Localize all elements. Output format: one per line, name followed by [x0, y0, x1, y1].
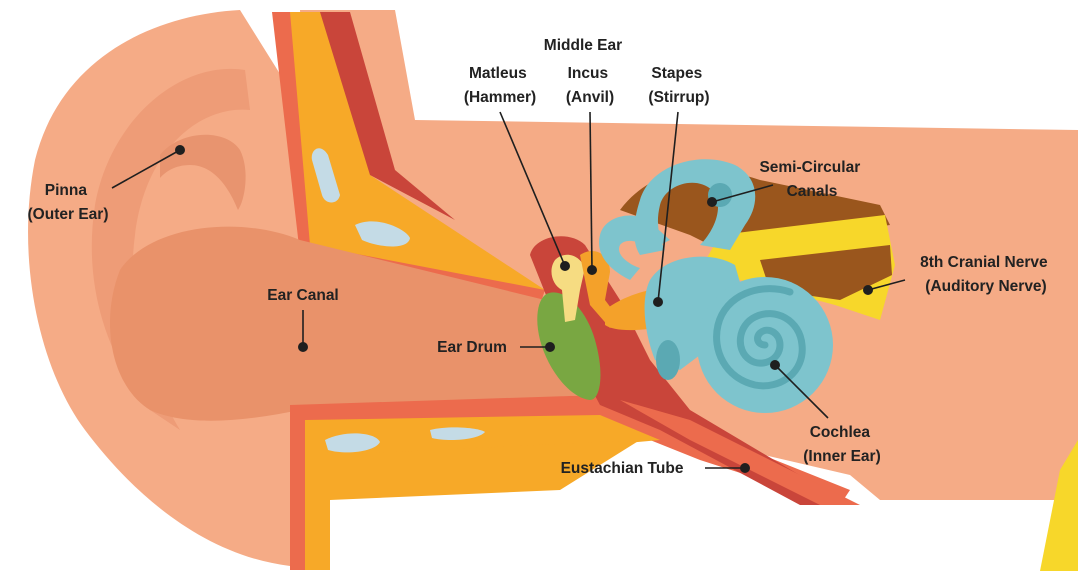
ear-drum-dot	[545, 342, 555, 352]
semicircular-dot	[707, 197, 717, 207]
malleus-label: Matleus (Hammer)	[464, 65, 536, 106]
cochlea-dot	[770, 360, 780, 370]
ear-canal-label: Ear Canal	[267, 287, 339, 304]
middle-ear-label: Middle Ear	[544, 37, 622, 54]
eustachian-dot	[740, 463, 750, 473]
malleus-dot	[560, 261, 570, 271]
vestibule-window	[656, 340, 680, 380]
stapes-label: Stapes (Stirrup)	[648, 65, 709, 106]
stapes-dot	[653, 297, 663, 307]
incus-label: Incus (Anvil)	[566, 65, 614, 106]
ear-drum-label: Ear Drum	[437, 339, 507, 356]
incus-dot	[587, 265, 597, 275]
pinna-dot	[175, 145, 185, 155]
ear-canal-dot	[298, 342, 308, 352]
nerve-dot	[863, 285, 873, 295]
eustachian-label: Eustachian Tube	[561, 460, 684, 477]
